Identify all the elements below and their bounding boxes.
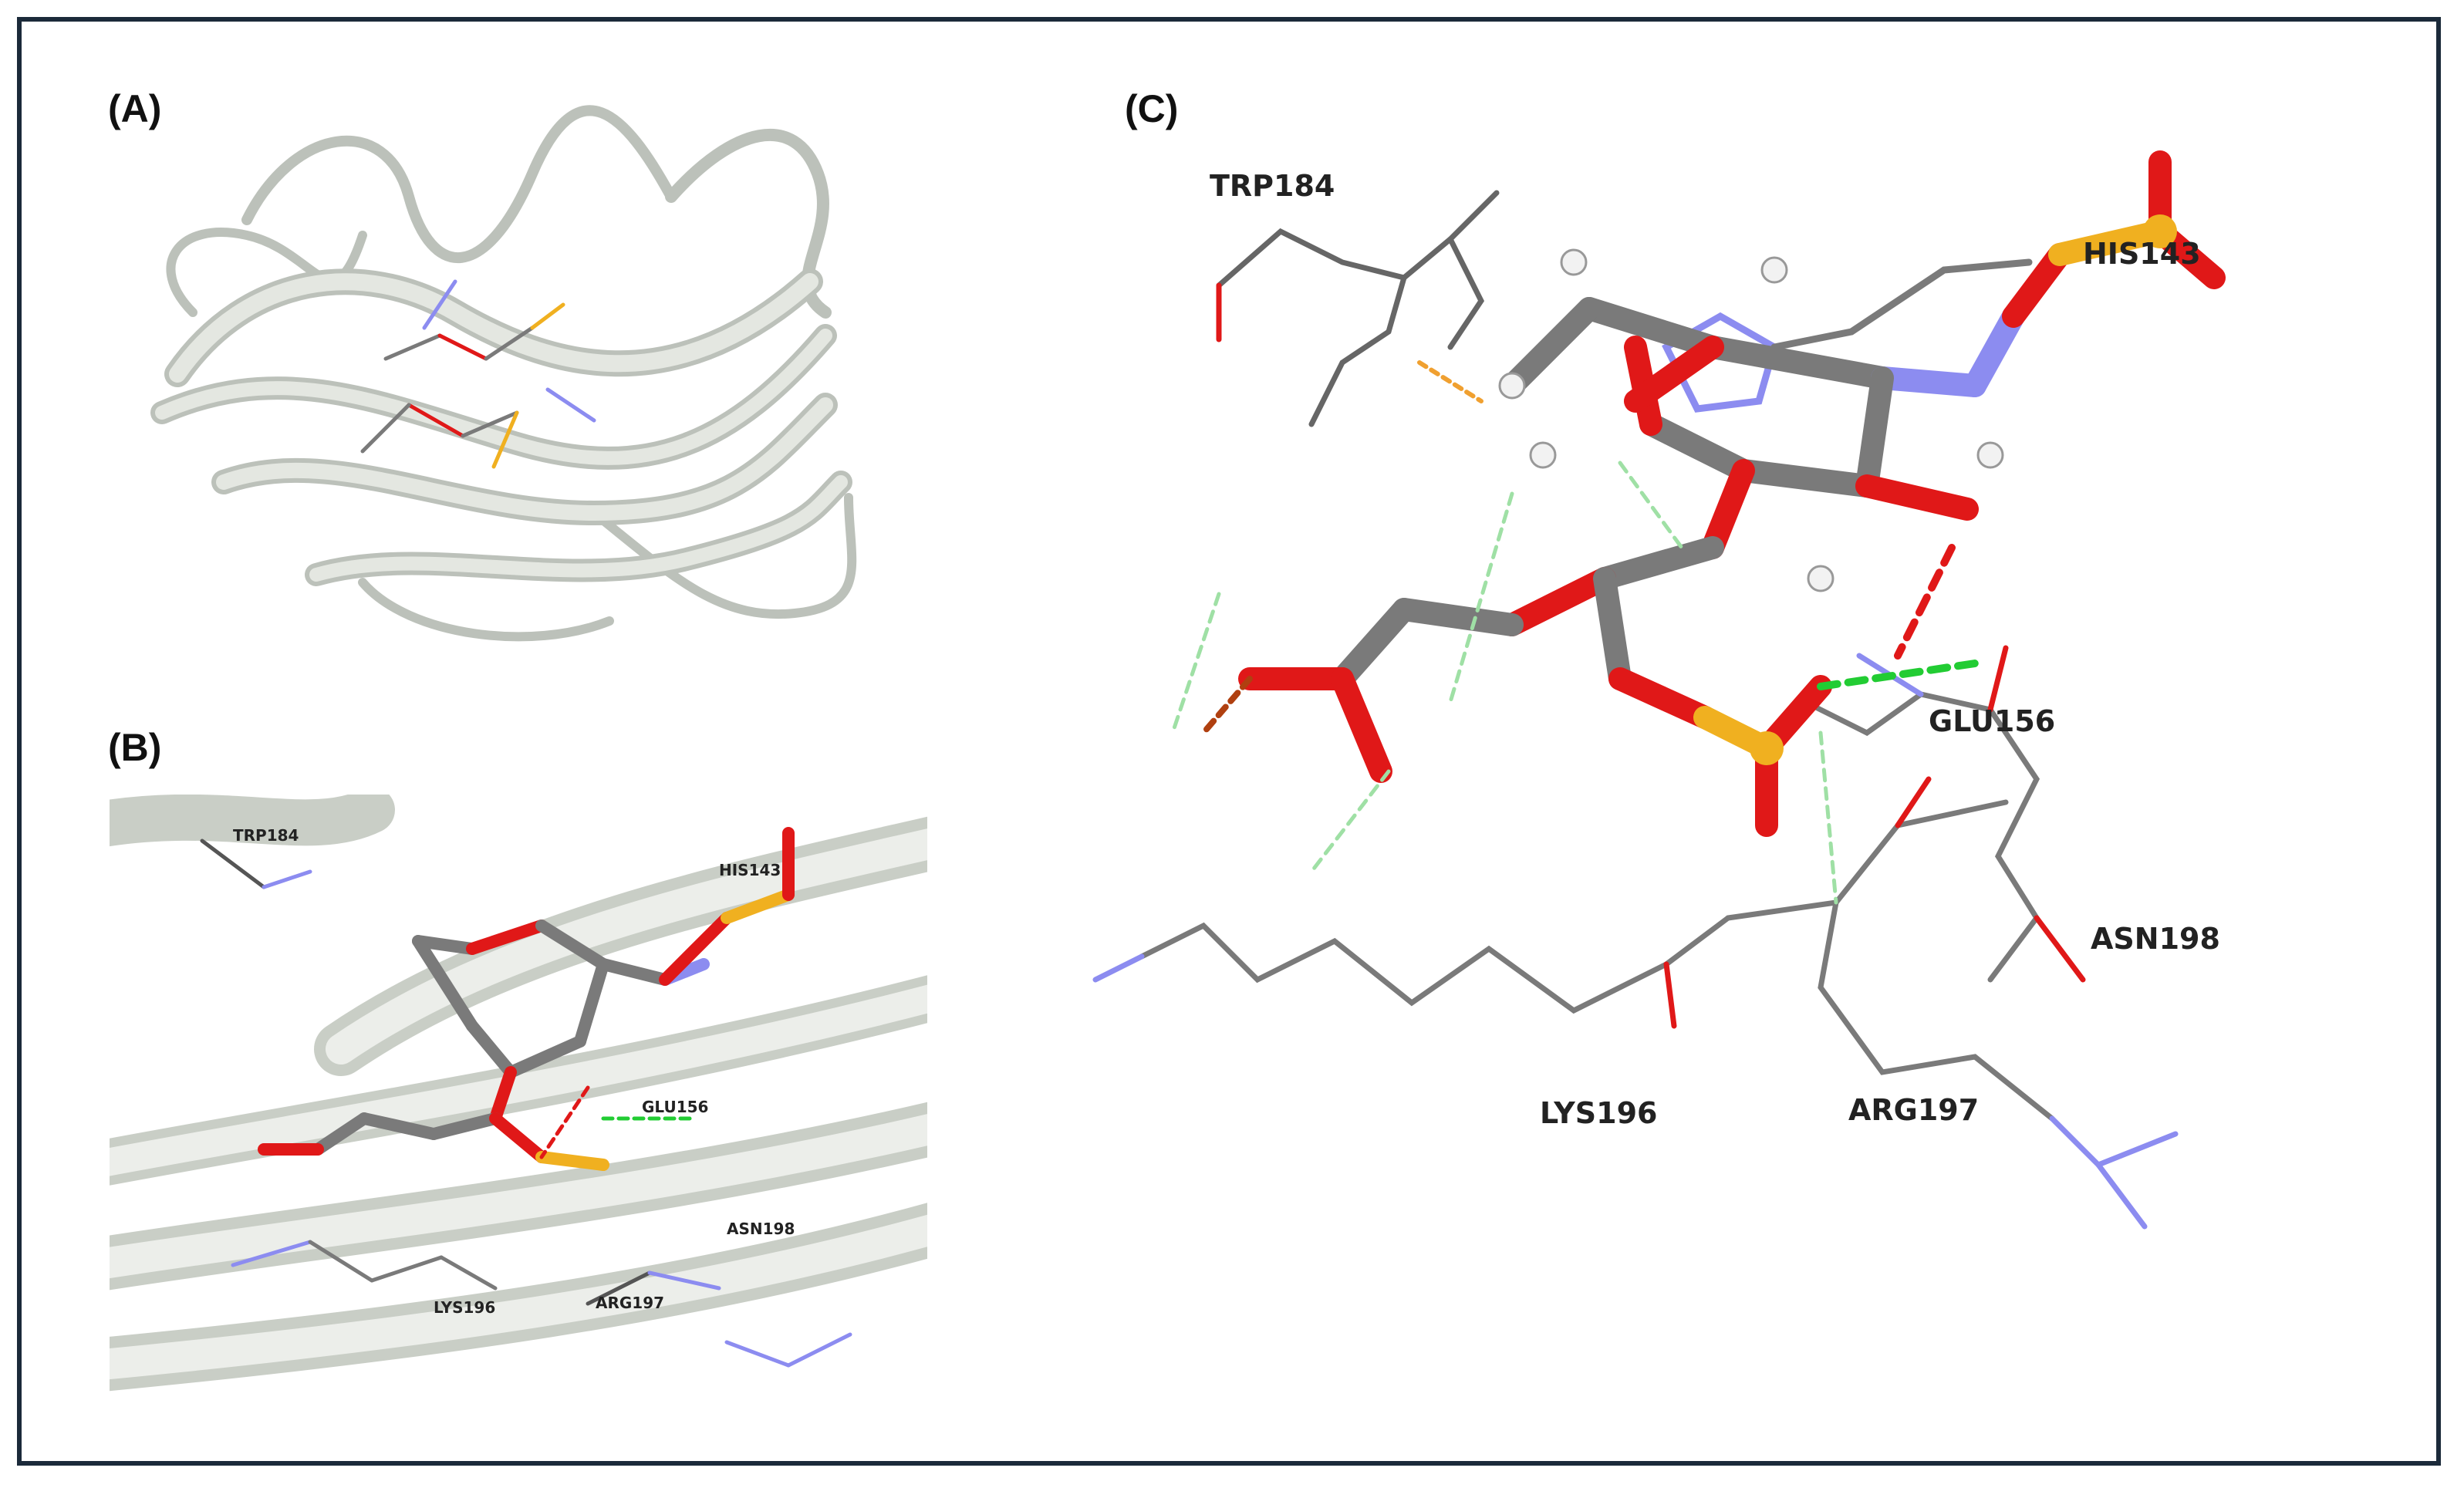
panel-b-label-glu156: GLU156	[642, 1098, 708, 1116]
panel-b-binding-site: TRP184 HIS143 GLU156 ASN198 LYS196 ARG19…	[110, 795, 927, 1419]
hydrogen-atom	[1807, 565, 1834, 592]
panel-b-label-arg197: ARG197	[596, 1294, 664, 1312]
arg197-chain	[1725, 799, 2009, 921]
ligand-in-pocket	[360, 279, 596, 469]
ribbon-strand	[110, 795, 395, 847]
ribbon-loop	[358, 578, 614, 642]
panel-b-label: (B)	[108, 726, 162, 769]
panel-b-label-asn198: ASN198	[727, 1220, 795, 1238]
his143-ring	[1662, 312, 1779, 413]
panel-c-label-lys196: LYS196	[1540, 1096, 1658, 1130]
hydrogen-atom	[1976, 441, 2004, 469]
asn198-residue	[1802, 691, 2040, 983]
panel-a-protein-view	[150, 105, 857, 642]
panel-c-interaction-detail: TRP184 HIS143 GLU156 ASN198 LYS196 ARG19…	[1092, 150, 2226, 1230]
sulfur-atom	[2143, 214, 2177, 248]
panel-c-label-trp184: TRP184	[1210, 169, 1335, 203]
hydrogen-atom	[1760, 256, 1788, 284]
sulfur-atom	[1750, 731, 1784, 765]
hydrogen-atom	[1560, 248, 1588, 276]
panel-b-label-lys196: LYS196	[434, 1298, 495, 1317]
ligand-thick-sticks	[1238, 150, 2226, 837]
panel-c-label-asn198: ASN198	[2091, 922, 2220, 956]
panel-c-label-arg197: ARG197	[1848, 1093, 1979, 1127]
panel-c-label-his143: HIS143	[2083, 237, 2201, 271]
panel-a-label: (A)	[108, 87, 162, 130]
trp184-sidechain	[1216, 190, 1500, 288]
hydrogen-atom	[1498, 372, 1526, 400]
panel-c-label-glu156: GLU156	[1929, 704, 2055, 738]
panel-b-label-his143: HIS143	[719, 861, 781, 879]
lys196-chain	[1139, 915, 1731, 1014]
panel-b-label-trp184: TRP184	[233, 826, 299, 845]
panel-c-label: (C)	[1125, 87, 1179, 130]
ribbon-loop	[241, 105, 677, 264]
ligand-sticks	[258, 827, 795, 1171]
hydrogen-atom	[1529, 441, 1557, 469]
hbond-dash	[1894, 544, 1956, 660]
hbond-dash	[1817, 660, 1979, 690]
